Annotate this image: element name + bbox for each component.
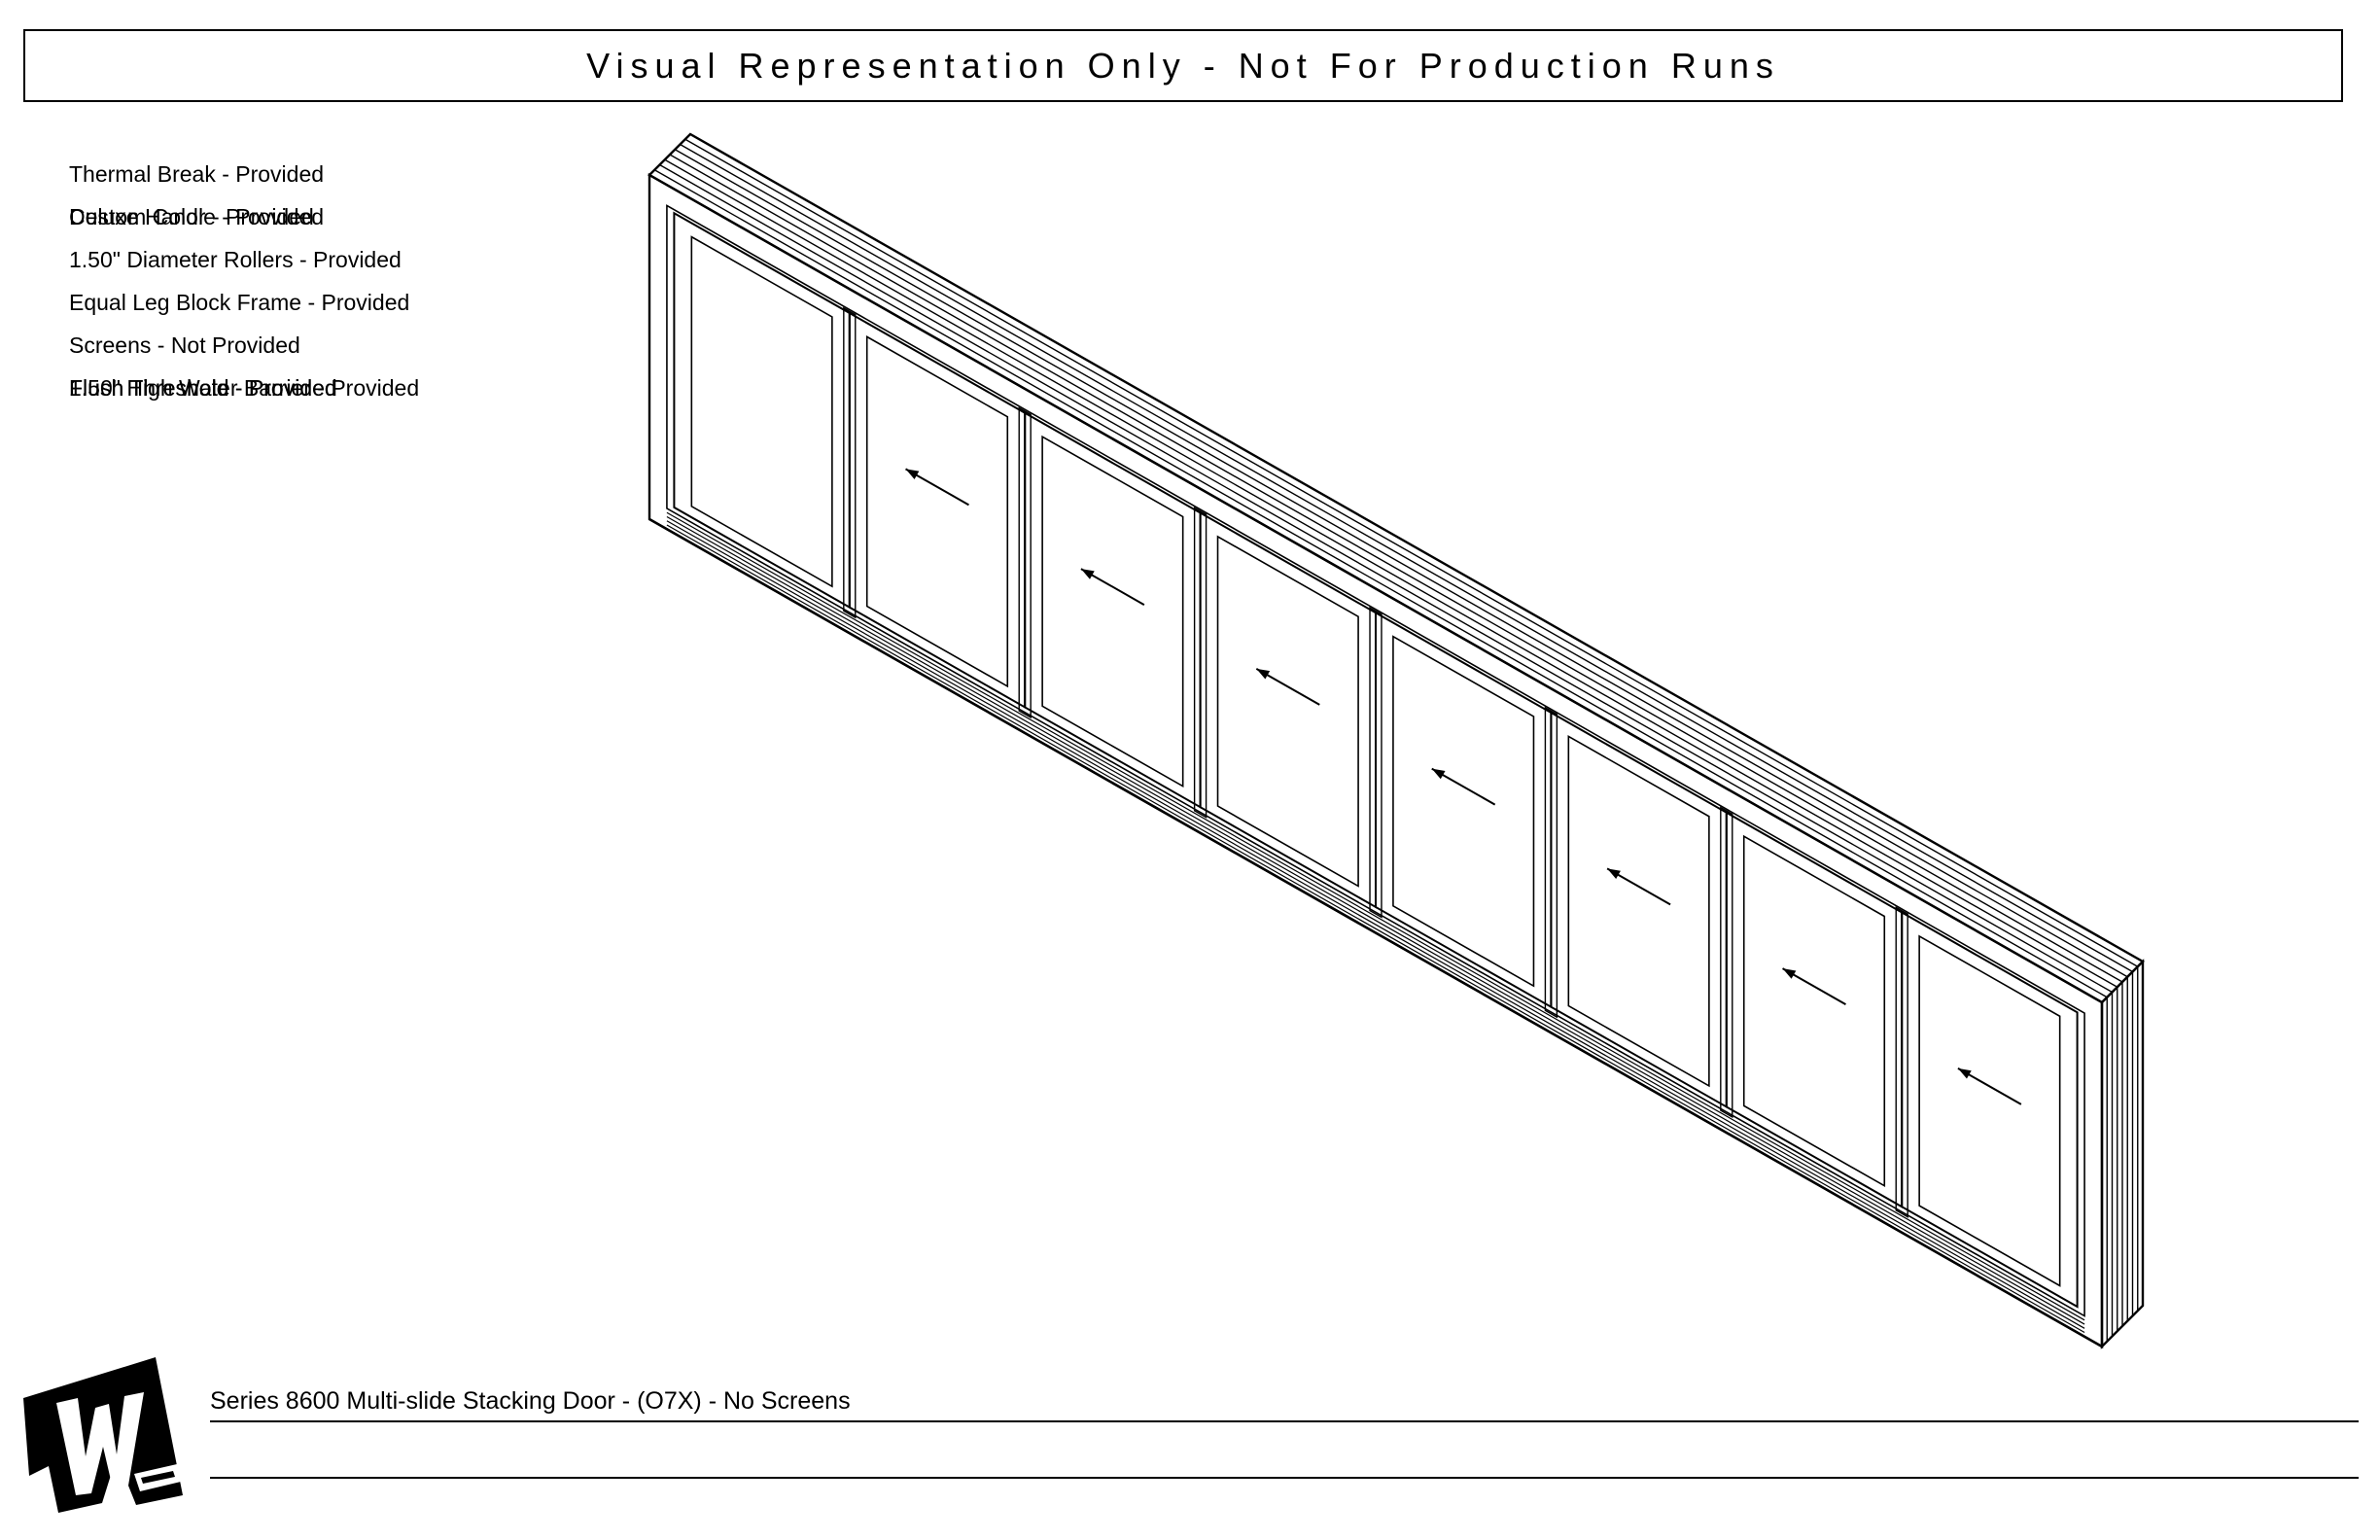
frame-top-groove [669,154,2123,983]
feature-text: Custom Color - Provided [69,204,314,229]
panel-glass [690,235,833,588]
feature-text-overlap: Deluxe Handle - Provided [69,204,325,229]
frame-top-groove [653,169,2108,998]
title-underline [210,1420,2359,1422]
drawing-title: Series 8600 Multi-slide Stacking Door - … [210,1387,851,1415]
frame-inner-outline [666,204,2085,1317]
feature-text-overlap: Flush Threshold - Provided [69,375,337,401]
frame-top-groove [684,138,2139,967]
sill-stripe [666,520,2085,1329]
frame-front-outline [648,172,2104,1349]
panel-frame [1901,910,2079,1309]
panel-interlock [1193,507,1208,819]
feature-text: Thermal Break - Provided [69,161,325,187]
panel-glass [1742,834,1886,1188]
panel-interlock [1018,406,1032,719]
panel-interlock [1895,906,1908,1218]
feature-text: 1.50" High Water Barrier - Provided [69,375,420,401]
panel-glass [1567,735,1710,1088]
panel-glass [865,335,1009,688]
panel-glass [1392,635,1535,988]
company-logo-icon [23,1357,183,1513]
panel-glass [1041,435,1184,788]
panel-interlock [1720,806,1733,1119]
arrow-head-icon [1957,1068,1972,1079]
frame-top-groove [659,163,2113,994]
sill-stripe [666,511,2085,1321]
sill-stripe [666,524,2085,1334]
disclaimer-text: Visual Representation Only - Not For Pro… [586,45,1780,86]
frame-top-groove [664,158,2118,988]
disclaimer-banner: Visual Representation Only - Not For Pro… [23,29,2343,102]
sill-stripe [666,515,2085,1325]
arrow-head-icon [1607,868,1621,880]
arrow-head-icon [1080,569,1095,579]
panel-interlock [1369,606,1382,919]
arrow-head-icon [1431,768,1446,780]
panel-glass [1216,535,1359,888]
arrow-head-icon [1256,668,1271,680]
panel-interlock [1544,706,1558,1019]
arrow-head-icon [1782,968,1797,979]
frame-top-groove [680,143,2133,973]
feature-text: Equal Leg Block Frame - Provided [69,290,410,315]
frame-top-groove [674,149,2128,978]
feature-text: 1.50" Diameter Rollers - Provided [69,247,402,272]
arrow-head-icon [905,469,920,480]
feature-text-overlap: Flush Threshold - Provided [69,375,337,401]
panel-interlock [843,306,857,619]
feature-text: Screens - Not Provided [69,332,300,358]
title-bottom-rule [210,1477,2359,1479]
panel-glass [1918,934,2061,1287]
